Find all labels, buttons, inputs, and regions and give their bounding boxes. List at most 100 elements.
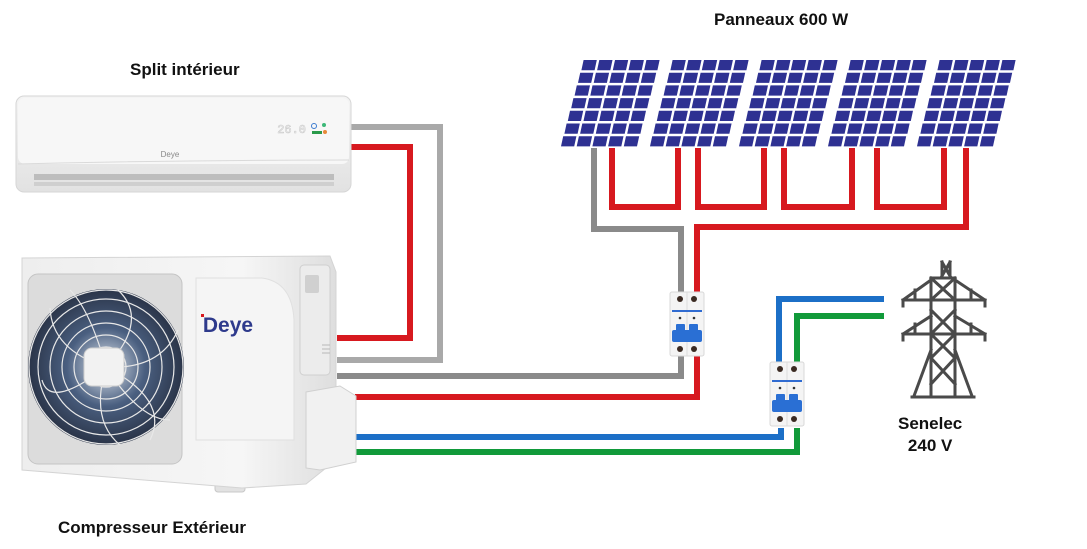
solar-cell bbox=[897, 110, 913, 121]
solar-cell bbox=[930, 85, 946, 96]
indicator-dot bbox=[678, 316, 682, 320]
solar-cell bbox=[786, 136, 802, 147]
solar-cell bbox=[672, 110, 688, 121]
solar-cell bbox=[729, 72, 746, 83]
solar-cell bbox=[733, 60, 749, 71]
terminal-screw bbox=[777, 366, 783, 372]
solar-cell bbox=[714, 72, 730, 83]
wire-grid-live-in bbox=[776, 296, 884, 363]
solar-cell bbox=[599, 110, 615, 121]
solar-cell bbox=[946, 85, 962, 96]
solar-cell bbox=[937, 60, 953, 71]
solar-cell bbox=[927, 98, 943, 109]
solar-cell bbox=[628, 60, 644, 71]
solar-cell bbox=[742, 123, 758, 134]
solar-cell bbox=[681, 136, 697, 147]
solar-panel bbox=[561, 60, 660, 147]
wifi-icon bbox=[322, 123, 326, 127]
solar-cell bbox=[578, 72, 594, 83]
solar-cell bbox=[580, 123, 596, 134]
solar-cell bbox=[983, 123, 999, 134]
wire-string-positive bbox=[694, 148, 969, 293]
solar-cell bbox=[777, 110, 793, 121]
solar-cell bbox=[843, 136, 860, 147]
solar-panel-array bbox=[561, 60, 1016, 147]
solar-cell bbox=[936, 123, 952, 134]
solar-cell bbox=[848, 60, 864, 71]
breaker-label-strip bbox=[772, 380, 802, 382]
solar-panel bbox=[828, 60, 927, 147]
solar-cell bbox=[773, 123, 790, 134]
solar-cell bbox=[754, 136, 771, 147]
solar-cell bbox=[822, 60, 838, 71]
solar-cell bbox=[710, 85, 727, 96]
solar-cell bbox=[758, 123, 774, 134]
solar-cell bbox=[656, 110, 673, 121]
solar-cell bbox=[614, 110, 631, 121]
toggle-handle[interactable] bbox=[676, 324, 685, 334]
toggle-handle[interactable] bbox=[776, 394, 785, 404]
solar-cell bbox=[890, 136, 907, 147]
solar-cell bbox=[595, 123, 612, 134]
solar-cell bbox=[812, 98, 828, 109]
solar-cell bbox=[875, 136, 891, 147]
solar-cell bbox=[965, 72, 981, 83]
grid-pylon-icon bbox=[900, 259, 988, 399]
solar-cell bbox=[745, 110, 762, 121]
terminal-screw bbox=[777, 416, 783, 422]
grid-label: Senelec 240 V bbox=[898, 413, 962, 457]
solar-cell bbox=[990, 98, 1006, 109]
outdoor-unit-label: Compresseur Extérieur bbox=[58, 518, 247, 537]
solar-cell bbox=[663, 85, 679, 96]
solar-cell bbox=[621, 85, 638, 96]
solar-cell bbox=[934, 72, 950, 83]
wire-ac-neutral-out bbox=[355, 428, 800, 455]
solar-cell bbox=[686, 60, 702, 71]
solar-cell bbox=[901, 98, 917, 109]
solar-cell bbox=[653, 123, 669, 134]
grid-ac-breaker[interactable] bbox=[769, 361, 805, 427]
solar-cell bbox=[618, 98, 634, 109]
solar-cell bbox=[756, 72, 772, 83]
solar-dc-breaker[interactable] bbox=[669, 291, 705, 357]
solar-cell bbox=[981, 72, 997, 83]
solar-cell bbox=[792, 110, 809, 121]
solar-cell bbox=[948, 136, 964, 147]
toggle-handle[interactable] bbox=[689, 324, 698, 334]
solar-cell bbox=[860, 72, 877, 83]
solar-cell bbox=[723, 98, 739, 109]
solar-cell bbox=[602, 98, 618, 109]
solar-cell bbox=[564, 123, 580, 134]
wire-string-negative bbox=[591, 148, 684, 293]
indoor-split-unit: Deye 26.0 bbox=[15, 95, 352, 193]
solar-cell bbox=[770, 136, 786, 147]
solar-panel bbox=[917, 60, 1016, 147]
solar-cell bbox=[993, 85, 1009, 96]
solar-cell bbox=[939, 110, 955, 121]
terminal-screw bbox=[677, 346, 683, 352]
solar-cell bbox=[986, 110, 1002, 121]
solar-cell bbox=[593, 72, 610, 83]
solar-cell bbox=[806, 60, 822, 71]
solar-cell bbox=[968, 60, 985, 71]
solar-cell bbox=[799, 85, 816, 96]
solar-cell bbox=[853, 98, 870, 109]
solar-cell bbox=[917, 136, 933, 147]
solar-cell bbox=[790, 60, 807, 71]
solar-cell bbox=[761, 110, 777, 121]
solar-cell bbox=[739, 136, 755, 147]
wire-grid-neutral-in bbox=[794, 313, 884, 363]
solar-cell bbox=[780, 98, 796, 109]
solar-cell bbox=[667, 72, 683, 83]
solar-cell bbox=[771, 72, 788, 83]
solar-cell bbox=[707, 98, 723, 109]
solar-cell bbox=[576, 136, 593, 147]
terminal-screw bbox=[677, 296, 683, 302]
solar-cell bbox=[679, 85, 695, 96]
solar-cell bbox=[670, 60, 686, 71]
wire-panel-link-4 bbox=[874, 148, 947, 210]
solar-cell bbox=[717, 60, 733, 71]
solar-cell bbox=[869, 98, 885, 109]
toggle-handle[interactable] bbox=[789, 394, 798, 404]
